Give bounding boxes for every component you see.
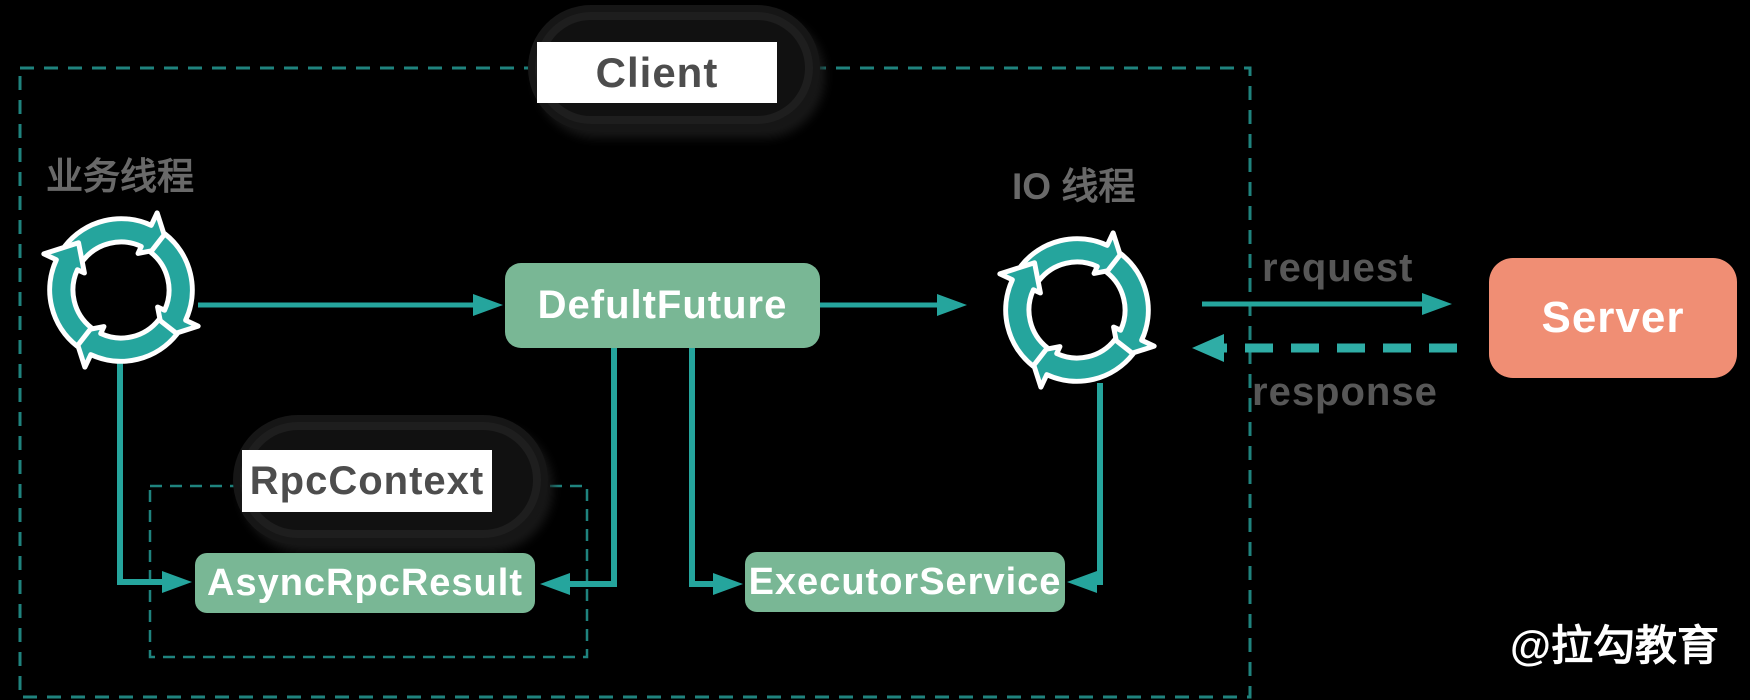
- client-dashed-box: [18, 66, 1252, 699]
- io-thread-label: IO 线程: [1012, 166, 1136, 207]
- arrow-defultfuture-to-asyncrpcresult: [540, 348, 617, 595]
- server-node-label: Server: [1541, 293, 1685, 342]
- response-dashed-arrow: [1192, 334, 1457, 362]
- response-label: response: [1252, 370, 1438, 414]
- defultfuture-node: DefultFuture: [505, 263, 820, 348]
- client-tag: Client: [537, 42, 777, 103]
- rpccontext-tag-label: RpcContext: [249, 458, 485, 503]
- rpccontext-dashed-box: [148, 484, 589, 659]
- io-thread-cycle-arrows-icon: [1000, 233, 1154, 387]
- request-label: request: [1262, 246, 1414, 290]
- request-arrow: [1202, 293, 1452, 315]
- client-tag-label: Client: [595, 48, 719, 96]
- arrow-defultfuture-to-executorservice: [689, 348, 743, 595]
- executorservice-node-label: ExecutorService: [748, 560, 1062, 603]
- defultfuture-node-label: DefultFuture: [537, 283, 788, 327]
- rpccontext-tag: RpcContext: [242, 450, 492, 512]
- server-node: Server: [1489, 258, 1737, 378]
- arrow-bizthread-to-defultfuture: [198, 294, 503, 316]
- arrow-iothread-to-executorservice: [1067, 383, 1103, 593]
- asyncrpcresult-node-label: AsyncRpcResult: [207, 561, 523, 604]
- watermark-label: @拉勾教育: [1510, 622, 1719, 669]
- biz-thread-label: 业务线程: [46, 156, 194, 197]
- arrow-bizthread-to-asyncrpcresult: [117, 360, 192, 593]
- arrow-defultfuture-to-iothread: [820, 294, 967, 316]
- biz-thread-cycle-arrows-icon: [44, 213, 198, 367]
- executorservice-node: ExecutorService: [745, 552, 1065, 612]
- asyncrpcresult-node: AsyncRpcResult: [195, 553, 535, 613]
